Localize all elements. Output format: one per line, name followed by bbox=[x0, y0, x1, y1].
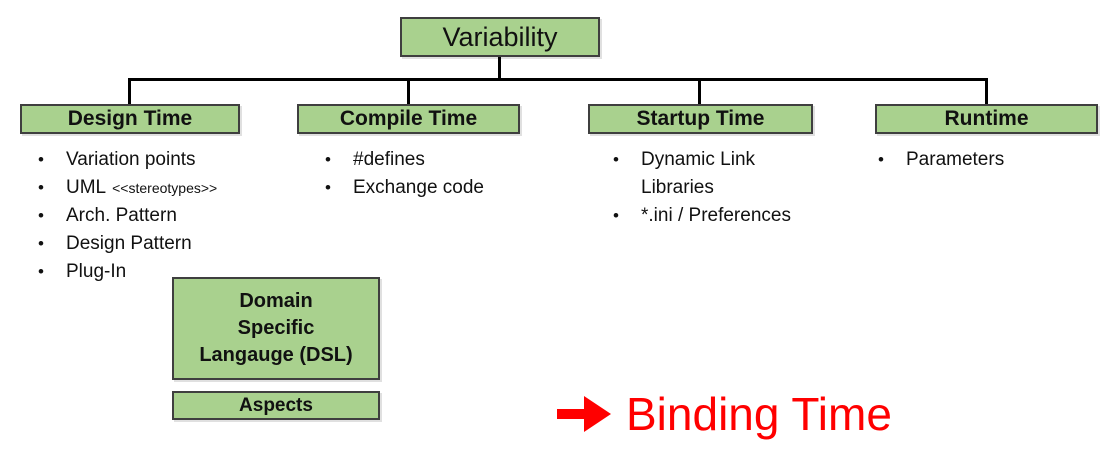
list-item-label: Exchange code bbox=[353, 177, 484, 198]
right-arrow-icon bbox=[557, 396, 611, 433]
runtime-label: Runtime bbox=[944, 107, 1029, 130]
dsl-line: Langauge (DSL) bbox=[199, 344, 353, 366]
bullet-icon: • bbox=[613, 150, 619, 169]
variability-label: Variability bbox=[442, 21, 558, 52]
bullet-icon: • bbox=[325, 150, 331, 169]
list-item: • #defines bbox=[325, 146, 484, 174]
list-item-label: Plug-In bbox=[66, 261, 127, 282]
list-item-label: Arch. Pattern bbox=[66, 205, 177, 226]
connector-drop-runtime bbox=[985, 78, 988, 106]
bullet-icon: • bbox=[613, 206, 619, 225]
bullet-icon: • bbox=[38, 178, 44, 197]
bullet-icon: • bbox=[38, 262, 44, 281]
list-item: • Dynamic Link Libraries bbox=[613, 146, 791, 202]
binding-time-label: Binding Time bbox=[626, 388, 892, 440]
startup-time-label: Startup Time bbox=[636, 107, 765, 130]
list-item: • Design Pattern bbox=[38, 230, 217, 258]
runtime-header-box: Runtime bbox=[875, 104, 1098, 134]
list-item-label: Dynamic Link Libraries bbox=[641, 149, 756, 198]
list-item-label: Variation points bbox=[66, 149, 196, 170]
startup-time-list: • Dynamic Link Libraries • *.ini / Prefe… bbox=[613, 146, 791, 230]
connector-drop-compile-time bbox=[407, 78, 410, 106]
list-item: • Exchange code bbox=[325, 174, 484, 202]
startup-time-header-box: Startup Time bbox=[588, 104, 813, 134]
connector-horizontal bbox=[128, 78, 988, 81]
list-item-label: Design Pattern bbox=[66, 233, 192, 254]
dsl-line: Domain bbox=[239, 290, 313, 312]
list-item: • UML <<stereotypes>> bbox=[38, 174, 217, 202]
compile-time-label: Compile Time bbox=[339, 107, 478, 130]
list-item: • Parameters bbox=[878, 146, 1004, 174]
bullet-icon: • bbox=[878, 150, 884, 169]
list-item-label: #defines bbox=[353, 149, 425, 170]
bullet-icon: • bbox=[38, 234, 44, 253]
list-item: • *.ini / Preferences bbox=[613, 202, 791, 230]
aspects-box: Aspects bbox=[172, 391, 380, 420]
bullet-icon: • bbox=[38, 150, 44, 169]
bullet-icon: • bbox=[325, 178, 331, 197]
connector-drop-design-time bbox=[128, 78, 131, 106]
list-item: • Arch. Pattern bbox=[38, 202, 217, 230]
list-item-label: Parameters bbox=[906, 149, 1005, 170]
compile-time-list: • #defines • Exchange code bbox=[325, 146, 484, 202]
bullet-icon: • bbox=[38, 206, 44, 225]
design-time-header-box: Design Time bbox=[20, 104, 240, 134]
list-item-label: UML bbox=[66, 177, 107, 198]
runtime-list: • Parameters bbox=[878, 146, 1004, 174]
list-item: • Plug-In bbox=[38, 258, 217, 286]
dsl-line: Specific bbox=[237, 317, 315, 339]
domain-specific-language-box: Domain Specific Langauge (DSL) bbox=[172, 277, 380, 380]
connector-stem bbox=[498, 57, 501, 80]
compile-time-header-box: Compile Time bbox=[297, 104, 520, 134]
variability-root-box: Variability bbox=[400, 17, 600, 57]
binding-time-callout: Binding Time bbox=[557, 389, 892, 440]
aspects-label: Aspects bbox=[239, 394, 313, 416]
design-time-list: • Variation points • UML <<stereotypes>>… bbox=[38, 146, 217, 286]
list-item-label: *.ini / Preferences bbox=[641, 205, 791, 226]
list-item-small-label: <<stereotypes>> bbox=[112, 180, 218, 196]
design-time-label: Design Time bbox=[67, 107, 193, 130]
connector-drop-startup-time bbox=[698, 78, 701, 106]
list-item: • Variation points bbox=[38, 146, 217, 174]
